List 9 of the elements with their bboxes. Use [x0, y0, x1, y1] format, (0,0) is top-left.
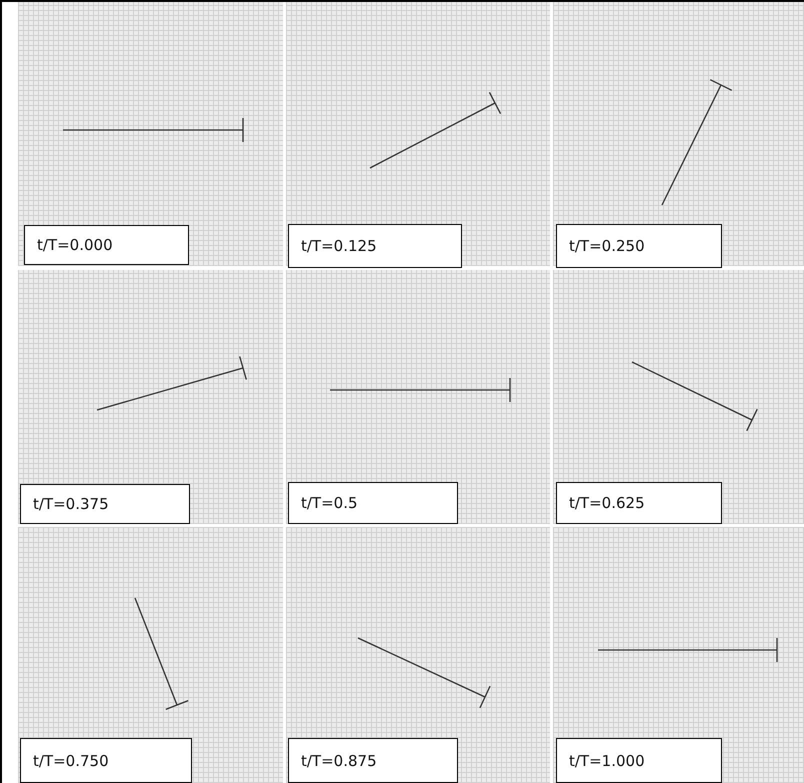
time-label: t/T=0.750	[20, 738, 192, 783]
time-label: t/T=0.375	[20, 484, 190, 524]
time-label: t/T=0.875	[288, 738, 458, 783]
time-label: t/T=1.000	[556, 738, 722, 783]
time-label: t/T=0.000	[24, 225, 189, 265]
time-label: t/T=0.625	[556, 482, 722, 524]
time-label: t/T=0.250	[556, 224, 722, 268]
time-label: t/T=0.125	[288, 224, 462, 268]
time-label: t/T=0.5	[288, 482, 458, 524]
